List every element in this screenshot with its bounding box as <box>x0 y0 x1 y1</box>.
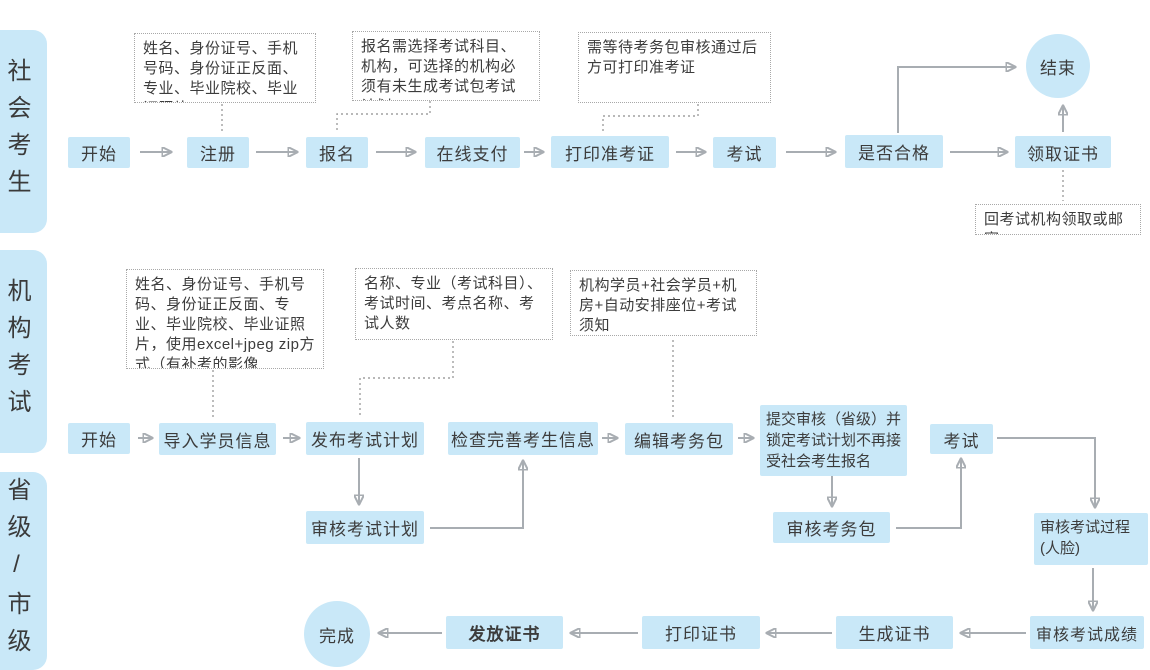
note-package: 机构学员+社会学员+机房+自动安排座位+考试须知 <box>570 270 757 336</box>
node-register: 注册 <box>187 137 249 168</box>
node-review-package: 审核考务包 <box>773 512 890 543</box>
node-issue-cert: 发放证书 <box>446 616 563 649</box>
arrow-passcheck-end <box>897 67 1014 133</box>
node-review-score: 审核考试成绩 <box>1030 616 1144 649</box>
lane-social-label: 社会考生 <box>3 57 30 206</box>
node-submit-review: 提交审核（省级）并锁定考试计划不再接受社会考生报名 <box>760 405 907 476</box>
lane-social: 社会考生 <box>0 30 47 233</box>
node-edit-package: 编辑考务包 <box>625 423 733 455</box>
node-review-plan: 审核考试计划 <box>306 511 424 544</box>
node-review-process: 审核考试过程(人脸) <box>1034 513 1148 565</box>
lane-institution-label: 机构考试 <box>3 277 30 426</box>
node-done: 完成 <box>304 601 370 667</box>
note-publish: 名称、专业（考试科目）、考试时间、考点名称、考试人数 <box>355 268 553 340</box>
node-print-ticket: 打印准考证 <box>551 136 669 168</box>
node-pay: 在线支付 <box>425 137 520 168</box>
lane-provincial: 省级/市级 <box>0 472 47 670</box>
note-register: 姓名、身份证号、手机号码、身份证正反面、专业、毕业院校、毕业证照片 <box>134 33 316 103</box>
node-publish-plan: 发布考试计划 <box>306 422 424 455</box>
node-get-cert: 领取证书 <box>1015 136 1111 168</box>
arrow-exam-reviewprocess <box>997 437 1095 506</box>
node-pass-check: 是否合格 <box>845 135 943 168</box>
node-signup: 报名 <box>306 137 368 168</box>
note-signup: 报名需选择考试科目、机构，可选择的机构必须有未生成考试包考试计划 <box>352 31 540 101</box>
connector-note-print <box>602 104 699 133</box>
node-institution-exam: 考试 <box>930 424 993 454</box>
lane-institution: 机构考试 <box>0 250 47 453</box>
note-print: 需等待考务包审核通过后方可打印准考证 <box>578 32 771 103</box>
node-gen-cert: 生成证书 <box>836 616 953 649</box>
node-institution-start: 开始 <box>68 423 130 454</box>
arrow-reviewplan-check <box>430 462 523 529</box>
note-get-cert: 回考试机构领取或邮寄 <box>975 204 1141 235</box>
node-check-info: 检查完善考生信息 <box>448 422 598 455</box>
connector-note-signup <box>336 101 431 133</box>
note-import: 姓名、身份证号、手机号码、身份证正反面、专业、毕业院校、毕业证照片，使用exce… <box>126 269 324 369</box>
node-import-students: 导入学员信息 <box>159 423 276 455</box>
node-end: 结束 <box>1026 34 1090 98</box>
node-social-exam: 考试 <box>713 137 776 168</box>
connector-note-publish <box>359 341 454 418</box>
lane-provincial-label: 省级/市级 <box>3 477 30 665</box>
node-print-cert: 打印证书 <box>642 616 760 649</box>
node-social-start: 开始 <box>68 137 130 168</box>
